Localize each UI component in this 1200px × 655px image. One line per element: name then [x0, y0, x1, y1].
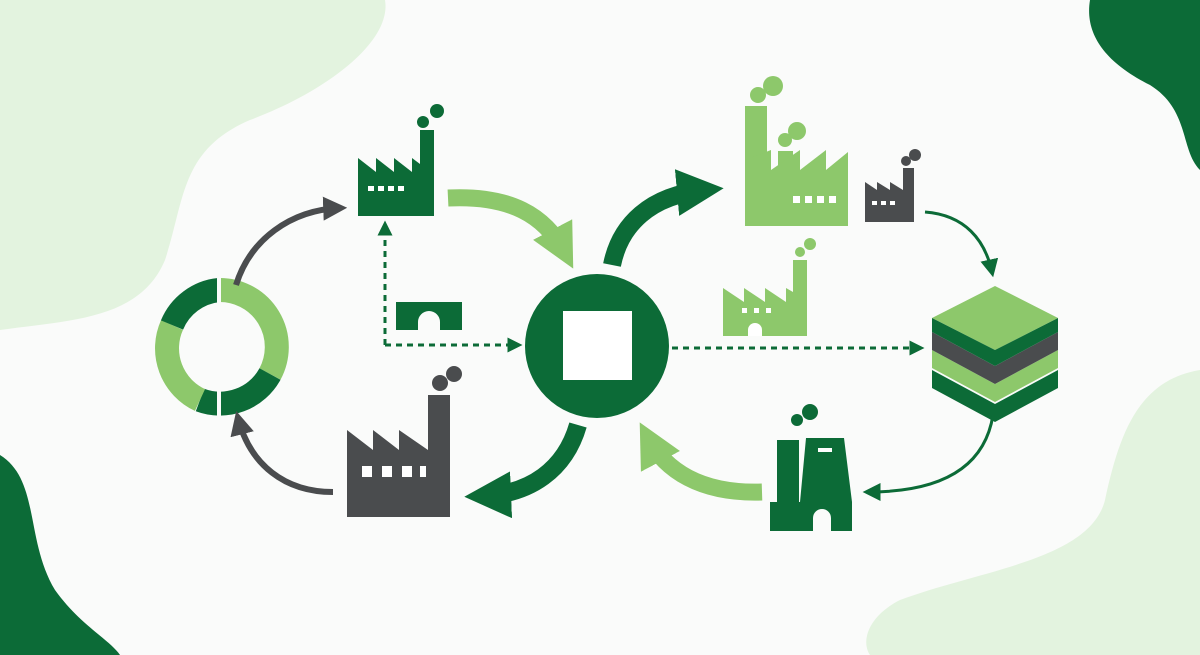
blob-top-right-dark: [1089, 0, 1200, 170]
factory-large-right-icon: [745, 76, 848, 226]
arrow-layers-to-power-plant: [862, 414, 995, 501]
blob-bottom-right: [866, 370, 1200, 655]
donut-ring-icon: [155, 275, 289, 418]
factory-top-left-icon: [358, 104, 444, 216]
arrow-hub-to-factory-right: [603, 169, 724, 268]
factory-bottom-left-icon: [347, 366, 462, 517]
arrow-factory-top-to-hub: [447, 189, 574, 269]
arrow-factory-small-to-layers: [924, 210, 999, 278]
arch-building-icon: [396, 302, 462, 330]
factory-small-right-icon: [865, 149, 921, 222]
arrow-power-plant-to-hub: [639, 422, 763, 501]
blob-top-left: [0, 0, 386, 330]
hub-square-icon: [525, 274, 669, 418]
power-plant-icon: [770, 404, 852, 531]
arrow-factory-bottom-to-ring: [230, 411, 334, 495]
arrow-hub-to-factory-bottom: [464, 422, 587, 519]
factory-middle-right-icon: [723, 238, 816, 336]
stacked-layers-icon: [932, 286, 1058, 422]
arrow-ring-to-factory-top: [233, 196, 348, 286]
blob-bottom-left-dark: [0, 455, 120, 655]
